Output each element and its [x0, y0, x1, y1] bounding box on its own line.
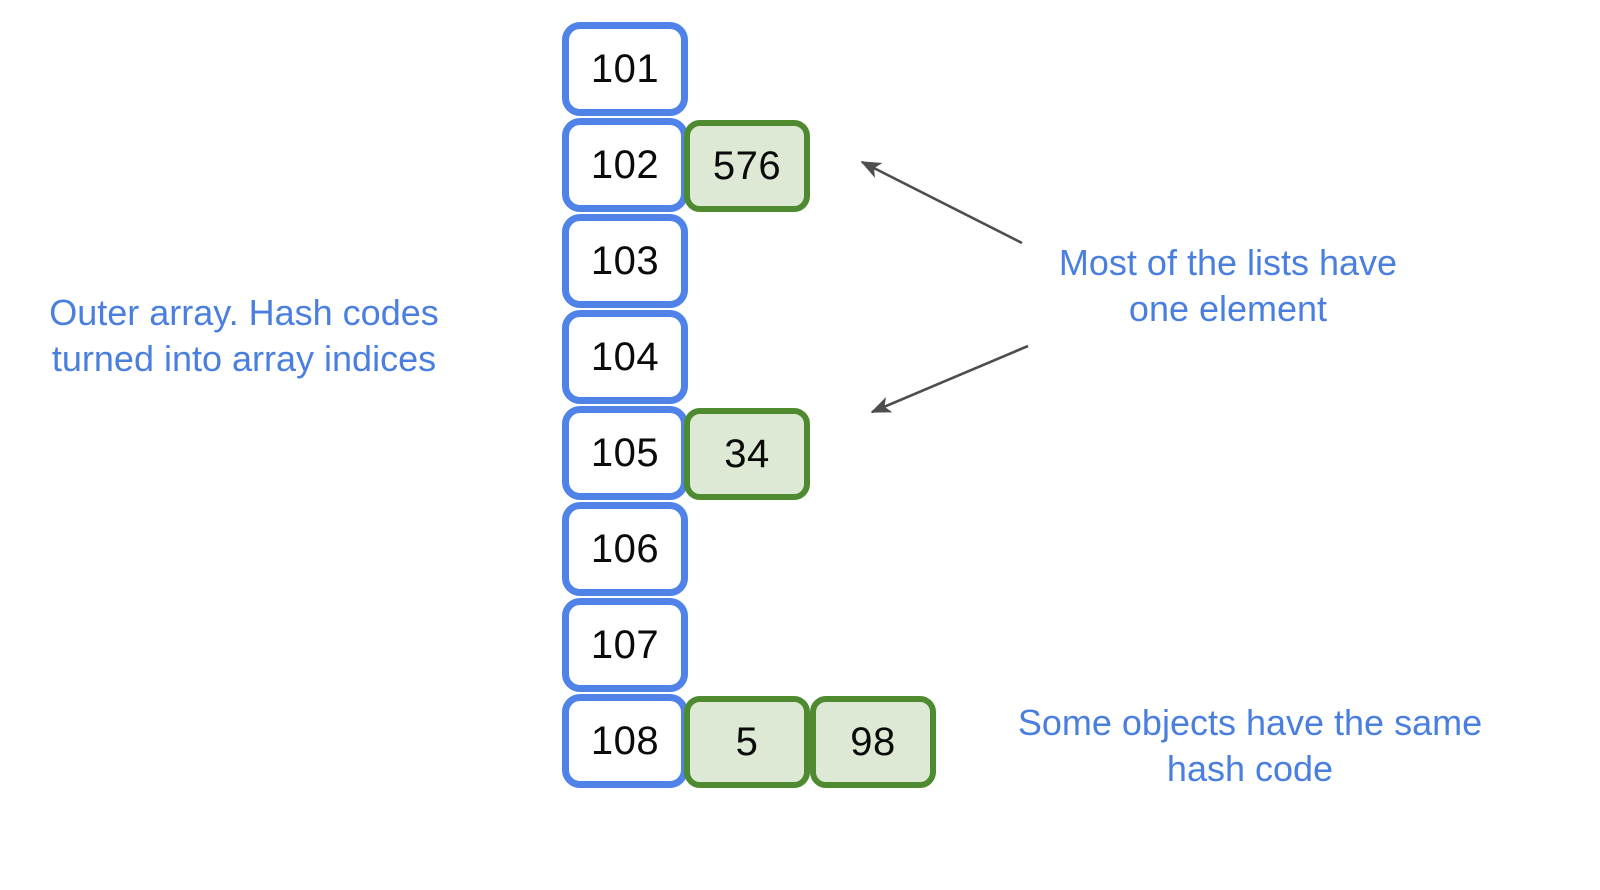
bucket-index-label: 108: [590, 719, 660, 763]
bucket-cell-108[interactable]: 108: [562, 694, 688, 788]
bucket-row: 105 34: [562, 406, 810, 504]
bucket-index-label: 103: [590, 239, 660, 283]
outer-array-column: 101 102 576 103 104 105: [562, 22, 936, 792]
element-value-label: 576: [712, 144, 782, 188]
bucket-index-label: 105: [590, 431, 660, 475]
element-value-label: 34: [724, 432, 770, 476]
bucket-row: 103: [562, 214, 692, 312]
annotation-most-lists-one-element: Most of the lists have one element: [1058, 242, 1398, 330]
bucket-row: 104: [562, 310, 692, 408]
bucket-row: 107: [562, 598, 692, 696]
bucket-index-label: 102: [590, 143, 660, 187]
bucket-cell-107[interactable]: 107: [562, 598, 688, 692]
element-value-label: 5: [735, 720, 759, 764]
bucket-cell-106[interactable]: 106: [562, 502, 688, 596]
bucket-cell-101[interactable]: 101: [562, 22, 688, 116]
element-box-5[interactable]: 5: [684, 696, 810, 788]
bucket-cell-103[interactable]: 103: [562, 214, 688, 308]
bucket-cell-102[interactable]: 102: [562, 118, 688, 212]
bucket-index-label: 101: [590, 47, 660, 91]
annotation-outer-array: Outer array. Hash codes turned into arra…: [49, 292, 439, 380]
bucket-row: 106: [562, 502, 692, 600]
annotation-same-hash-code: Some objects have the same hash code: [1017, 702, 1483, 790]
element-value-label: 98: [850, 720, 896, 764]
bucket-row: 102 576: [562, 118, 810, 216]
element-box-576[interactable]: 576: [684, 120, 810, 212]
bucket-row: 101: [562, 22, 692, 120]
bucket-index-label: 107: [590, 623, 660, 667]
bucket-cell-105[interactable]: 105: [562, 406, 688, 500]
arrow-to-576-icon: [860, 160, 1023, 245]
arrow-to-34-icon: [870, 344, 1029, 414]
bucket-index-label: 104: [590, 335, 660, 379]
bucket-row: 108 5 98: [562, 694, 936, 792]
bucket-cell-104[interactable]: 104: [562, 310, 688, 404]
element-box-34[interactable]: 34: [684, 408, 810, 500]
bucket-index-label: 106: [590, 527, 660, 571]
element-box-98[interactable]: 98: [810, 696, 936, 788]
